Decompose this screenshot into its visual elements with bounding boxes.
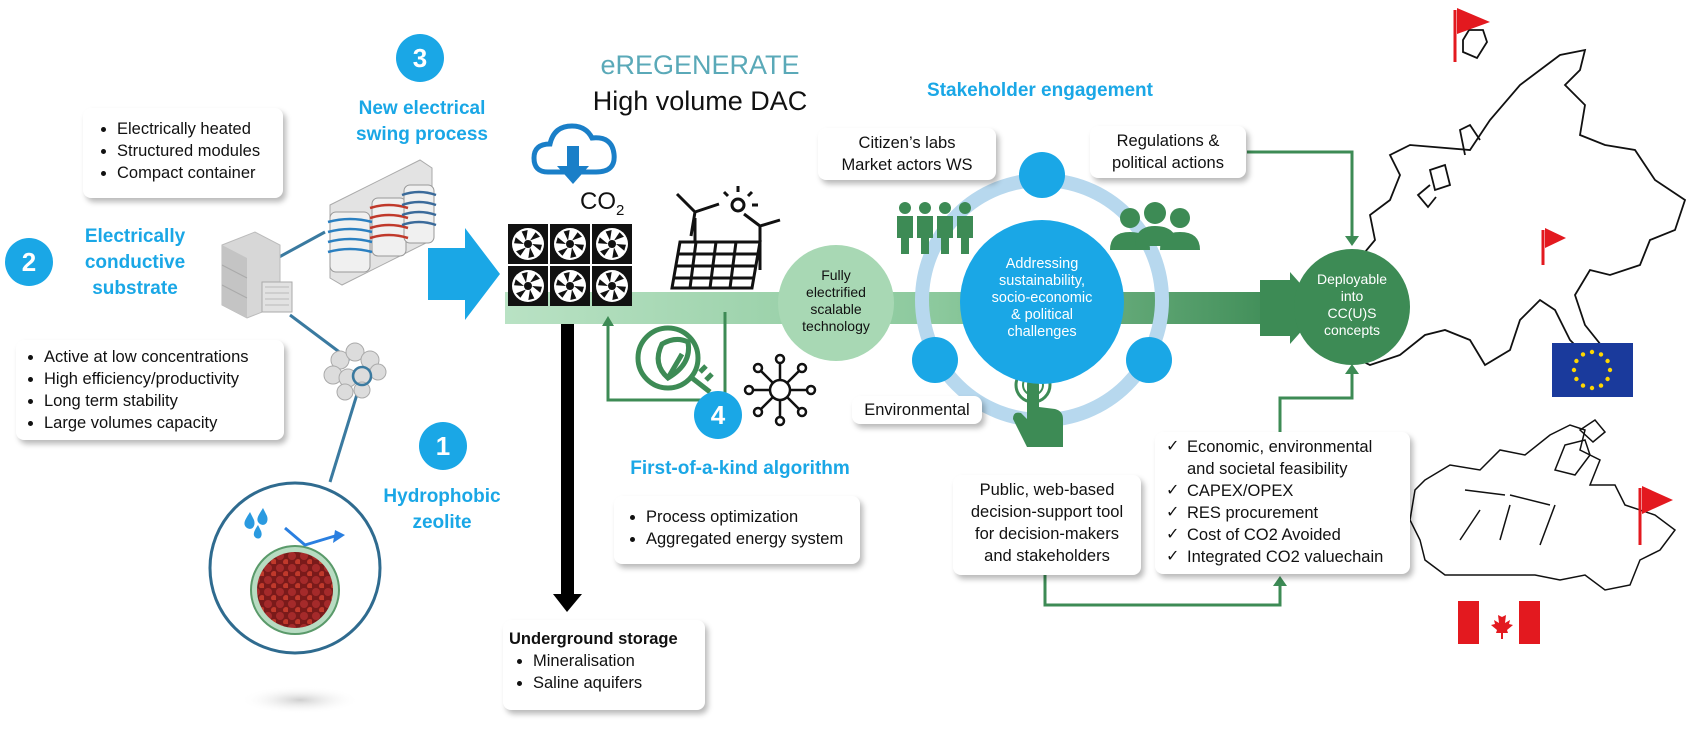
step-2-title: Electrically conductive substrate xyxy=(84,226,186,299)
deployable-ccus-circle: Deployable into CC(U)S concepts xyxy=(1294,249,1410,365)
feasibility-item: Economic, environmental and societal fea… xyxy=(1166,436,1404,480)
circle-line: scalable xyxy=(810,301,862,317)
substrate-feature-item: Long term stability xyxy=(44,390,284,412)
tool-line: and stakeholders xyxy=(984,547,1110,565)
europe-flag-pin-north xyxy=(1453,8,1490,62)
tool-feedback-arrow xyxy=(1043,374,1354,607)
process-feature-item: Structured modules xyxy=(117,140,283,162)
swing-process-machine-icon xyxy=(327,159,437,286)
storage-item: Saline aquifers xyxy=(533,672,705,694)
regulations-line: political actions xyxy=(1112,154,1224,172)
decision-support-tool-box: Public, web-based decision-support tool … xyxy=(953,475,1141,575)
storage-down-arrow xyxy=(553,594,582,612)
step-1-title: Hydrophobic zeolite xyxy=(383,486,501,533)
wind-solar-icon xyxy=(670,186,781,290)
stakeholder-engagement-title: Stakeholder engagement xyxy=(927,80,1153,101)
regulations-box: Regulations & political actions xyxy=(1090,126,1246,178)
circle-line: into xyxy=(1340,288,1364,304)
citizen-line: Citizen’s labs xyxy=(858,134,956,152)
circle-line: socio-economic xyxy=(991,290,1093,306)
citizen-line: Market actors WS xyxy=(841,156,973,174)
circle-line: electrified xyxy=(806,284,866,300)
step-2-badge: 2 xyxy=(5,238,53,286)
substrate-feature-item: Large volumes capacity xyxy=(44,412,284,434)
algorithm-features-box: Process optimization Aggregated energy s… xyxy=(614,496,860,564)
substrate-feature-item: Active at low concentrations xyxy=(44,346,284,368)
hydrophobic-zeolite-detail-icon xyxy=(208,481,382,714)
tool-line: decision-support tool xyxy=(970,503,1124,521)
step-4-badge: 4 xyxy=(694,391,742,439)
green-energy-plug-icon xyxy=(635,325,714,394)
feasibility-item: Cost of CO2 Avoided xyxy=(1166,524,1404,546)
substrate-features-box: Active at low concentrations High effici… xyxy=(16,340,284,440)
step-3-badge: 3 xyxy=(396,34,444,82)
feasibility-box: Economic, environmental and societal fea… xyxy=(1155,432,1410,574)
blue-flow-arrow xyxy=(428,228,500,320)
circle-line: Deployable xyxy=(1316,271,1388,287)
co2-cloud-icon xyxy=(531,123,617,184)
canada-map-icon xyxy=(1409,419,1677,591)
regulations-line: Regulations & xyxy=(1116,132,1220,150)
canada-flag-pin xyxy=(1638,486,1673,545)
algorithm-feature-item: Process optimization xyxy=(646,506,860,528)
eu-flag-icon xyxy=(1552,343,1633,397)
step-1-badge: 1 xyxy=(419,422,467,470)
circle-line: technology xyxy=(802,318,870,334)
fully-electrified-circle: Fully electrified scalable technology xyxy=(778,245,894,361)
substrate-blocks-icon xyxy=(221,231,293,319)
network-algorithm-icon xyxy=(743,353,817,427)
feasibility-item: CAPEX/OPEX xyxy=(1166,480,1404,502)
citizens-people-icon xyxy=(897,202,973,254)
process-features-box: Electrically heated Structured modules C… xyxy=(83,108,283,198)
regulations-arrow xyxy=(1247,150,1354,236)
substrate-feature-item: High efficiency/productivity xyxy=(44,368,284,390)
process-feature-item: Electrically heated xyxy=(117,118,283,140)
tool-line: Public, web-based xyxy=(979,481,1115,499)
project-subtitle: High volume DAC xyxy=(592,86,808,116)
citizen-labs-box: Citizen’s labs Market actors WS xyxy=(818,128,996,180)
group-discussion-icon xyxy=(1110,202,1200,250)
algorithm-feedback-loop xyxy=(606,312,727,402)
addressing-challenges-circle: Addressing sustainability, socio-economi… xyxy=(960,220,1124,384)
feasibility-item: Integrated CO2 valuechain xyxy=(1166,546,1404,568)
circle-line: Addressing xyxy=(1005,256,1079,272)
circle-line: Fully xyxy=(821,267,851,283)
step-4-title: First-of-a-kind algorithm xyxy=(630,458,850,479)
project-name: eREGENERATE xyxy=(600,50,800,80)
dac-fan-array-icon xyxy=(508,224,632,306)
process-feature-item: Compact container xyxy=(117,162,283,184)
process-flow-arrowhead xyxy=(1260,272,1322,344)
storage-title: Underground storage xyxy=(509,630,678,648)
circle-line: sustainability, xyxy=(999,273,1085,289)
circle-line: CC(U)S xyxy=(1327,305,1377,321)
circle-line: & political xyxy=(1010,307,1074,323)
circle-line: challenges xyxy=(1007,324,1077,340)
zeolite-cluster-icon xyxy=(323,342,387,401)
feasibility-item: RES procurement xyxy=(1166,502,1404,524)
storage-item: Mineralisation xyxy=(533,650,705,672)
circle-line: concepts xyxy=(1323,322,1381,338)
co2-label: CO2 xyxy=(580,188,625,219)
step-3-title: New electrical swing process xyxy=(356,98,488,145)
canada-flag-icon xyxy=(1458,601,1540,644)
algorithm-feature-item: Aggregated energy system xyxy=(646,528,860,550)
europe-flag-pin-south xyxy=(1541,228,1566,265)
environmental-label: Environmental xyxy=(852,396,982,424)
underground-storage-box: Underground storage Mineralisation Salin… xyxy=(503,620,705,710)
tool-line: for decision-makers xyxy=(975,525,1119,543)
